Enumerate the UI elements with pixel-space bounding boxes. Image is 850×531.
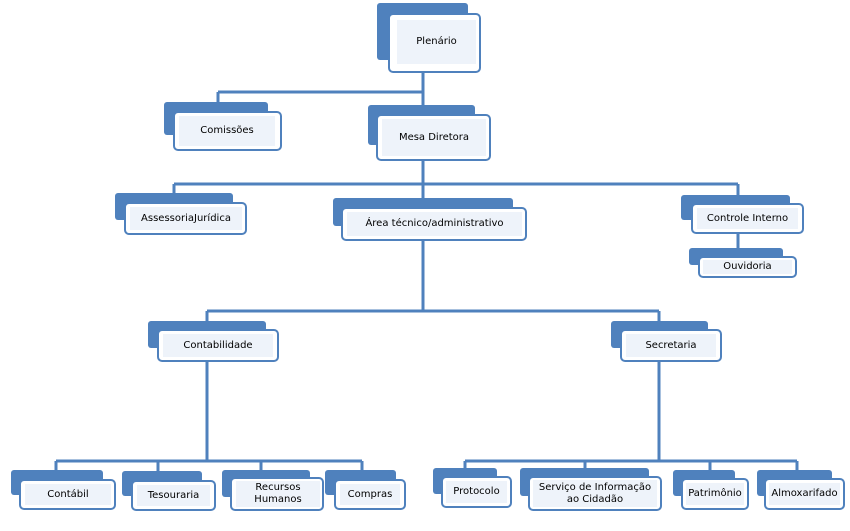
node-controle-interno: Controle Interno: [681, 195, 804, 234]
node-patrimonio: Patrimônio: [673, 470, 749, 510]
node-secretaria: Secretaria: [611, 321, 722, 362]
node-comissoes: Comissões: [164, 102, 282, 151]
node-label: Patrimônio: [688, 488, 742, 499]
node-mesa-diretora: Mesa Diretora: [368, 105, 491, 161]
node-contabilidade: Contabilidade: [148, 321, 279, 362]
node-label: Comissões: [200, 125, 254, 136]
node-label: Secretaria: [645, 339, 697, 351]
node-contabil: Contábil: [11, 470, 116, 510]
node-recursos-humanos: Recursos Humanos: [222, 470, 324, 511]
node-label: AssessoriaJurídica: [141, 212, 231, 224]
node-label: Serviço de Informação ao Cidadão: [538, 481, 652, 505]
node-ouvidoria: Ouvidoria: [689, 248, 797, 278]
node-label: Controle Interno: [706, 212, 789, 224]
node-plenario: Plenário: [377, 3, 481, 73]
node-assessoria-juridica: AssessoriaJurídica: [115, 193, 247, 235]
node-servico-informacao-cidadao: Serviço de Informação ao Cidadão: [520, 468, 662, 511]
node-almoxarifado: Almoxarifado: [757, 470, 845, 510]
node-label: Tesouraria: [147, 489, 200, 501]
node-protocolo: Protocolo: [433, 468, 512, 508]
node-label: Almoxarifado: [771, 488, 838, 499]
node-label: Mesa Diretora: [398, 131, 470, 143]
node-label: Compras: [347, 488, 393, 500]
node-label: Ouvidoria: [723, 261, 772, 272]
node-label: Área técnico/administrativo: [365, 218, 504, 229]
node-label: Contábil: [47, 488, 89, 500]
node-tesouraria: Tesouraria: [122, 471, 216, 511]
node-label: Contabilidade: [183, 339, 253, 351]
node-label: Protocolo: [453, 486, 500, 497]
node-label: Recursos Humanos: [254, 482, 302, 505]
node-label: Plenário: [416, 36, 457, 47]
node-area-tecnico-administrativo: Área técnico/administrativo: [333, 198, 527, 241]
node-compras: Compras: [325, 470, 406, 510]
